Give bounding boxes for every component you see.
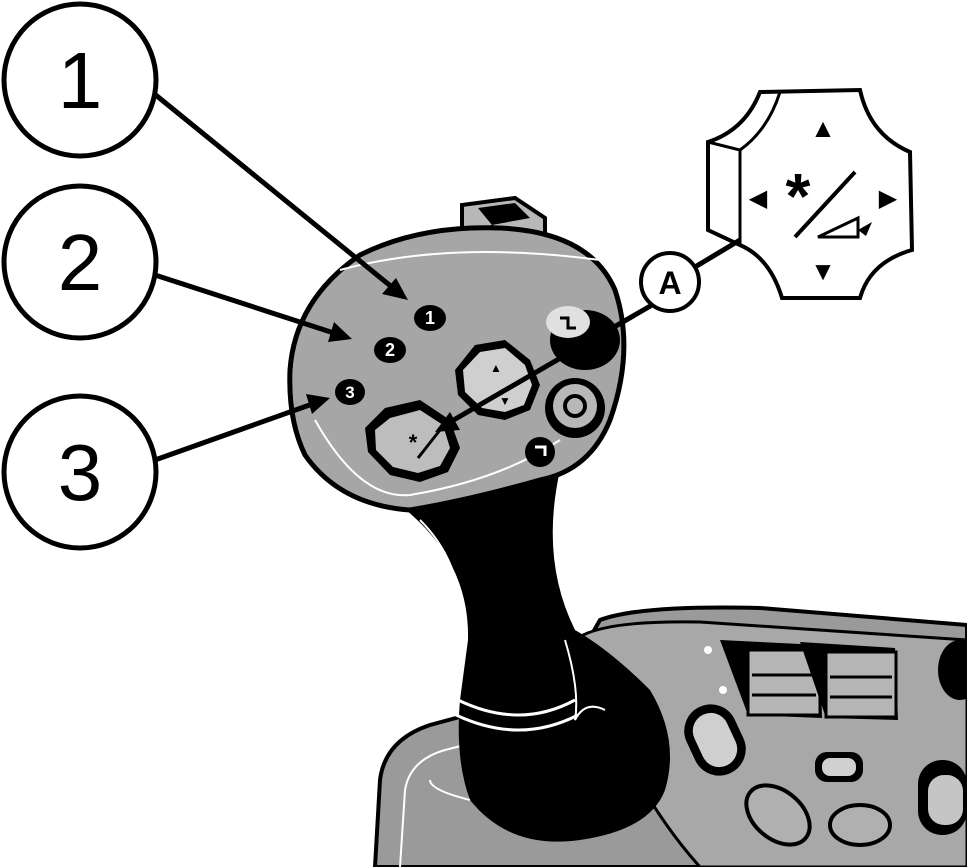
joystick-head: 1 2 3 ▲ ▼ — [287, 195, 627, 513]
head-button-1: 1 — [414, 305, 446, 331]
boot-upper-edge — [457, 698, 576, 717]
detail-inset: ▲ ▼ ◀ ▶ * — [706, 87, 915, 300]
leader-arrow-1 — [382, 278, 408, 300]
leader-arrow-a — [435, 412, 460, 432]
console-oval-button-1 — [744, 783, 812, 847]
head-cross-control: ▲ ▼ — [455, 340, 540, 420]
reference-label-a: A — [639, 251, 701, 313]
detail-center-symbol: * — [786, 160, 811, 232]
reference-label-a-text: A — [658, 265, 681, 301]
console-led-1 — [704, 646, 712, 654]
head-parting-line — [339, 251, 601, 271]
head-button-2-label: 2 — [385, 340, 395, 360]
callout-2-number: 2 — [58, 218, 103, 307]
boot-fold — [564, 639, 606, 721]
detail-inset-body — [706, 87, 915, 300]
leader-line-3 — [154, 399, 319, 463]
boot-lower-edge — [455, 713, 579, 732]
detail-up-arrow: ▲ — [810, 113, 836, 143]
leader-line-2 — [154, 272, 341, 338]
head-small-button — [525, 437, 555, 467]
head-button-2: 2 — [374, 337, 406, 363]
console-inner-rim — [399, 721, 556, 867]
joystick-shaft — [400, 470, 670, 842]
cross-up-arrow: ▲ — [490, 361, 502, 375]
detail-right-arrow: ▶ — [879, 185, 898, 212]
head-button-3-label: 3 — [345, 383, 354, 402]
detail-inset-bevel — [707, 91, 782, 245]
head-face-line — [314, 419, 561, 497]
head-button-1-label: 1 — [425, 308, 435, 328]
callout-1: 1 — [1, 1, 159, 159]
head-button-3: 3 — [335, 379, 365, 405]
leader-lines — [150, 90, 742, 463]
console-plus-minus-button — [684, 704, 746, 776]
detail-down-arrow: ▼ — [810, 256, 836, 286]
head-rotary-knob — [545, 378, 605, 438]
boot-rim — [429, 779, 471, 801]
callout-2: 2 — [1, 183, 159, 341]
cross-down-arrow: ▼ — [499, 394, 511, 408]
console-side-button — [918, 760, 967, 835]
console-led-2 — [719, 686, 727, 694]
console-small-key — [815, 752, 863, 782]
callout-1-number: 1 — [58, 36, 103, 125]
console-round-knob — [938, 640, 967, 700]
leader-arrow-2 — [328, 322, 352, 342]
callout-3-number: 3 — [58, 428, 103, 517]
leader-line-detail — [688, 237, 742, 273]
console-oval-button-2 — [828, 803, 892, 847]
detail-implement-icon — [817, 215, 872, 239]
rocker-switch-2 — [800, 642, 898, 720]
detail-left-arrow: ◀ — [749, 185, 768, 212]
shaft-highlight — [419, 519, 463, 621]
leader-arrow-3 — [306, 394, 330, 414]
multifunction-center-symbol: * — [409, 430, 418, 455]
leader-line-a — [443, 280, 692, 428]
detail-divider — [793, 170, 857, 239]
head-multifunction-control: * — [365, 400, 460, 482]
callout-3: 3 — [1, 393, 159, 551]
shaft-body — [400, 470, 670, 842]
leader-line-1 — [150, 90, 400, 294]
